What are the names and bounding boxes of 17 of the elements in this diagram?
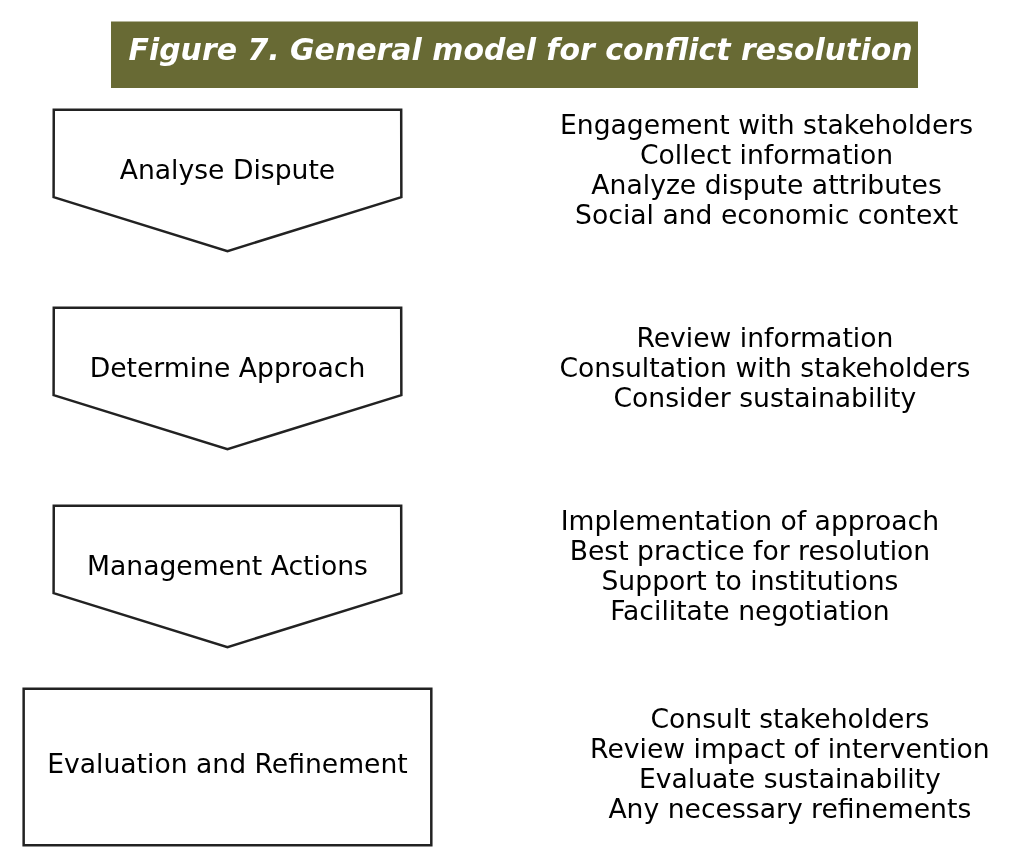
node-label: Social and economic context [575, 199, 959, 231]
node-label: Consider sustainability [613, 382, 917, 414]
node-label: Collect information [640, 139, 894, 171]
node-label: Consultation with stakeholders [559, 352, 971, 384]
node-label: Any necessary refinements [608, 793, 972, 825]
node-label: Best practice for resolution [569, 535, 931, 567]
node-label: Support to institutions [601, 565, 899, 597]
node-label: Engagement with stakeholders [560, 109, 974, 141]
node-label: Evaluate sustainability [638, 763, 941, 795]
node-label: Consult stakeholders [650, 703, 930, 735]
node-label: Review information [636, 322, 894, 354]
node-label: Facilitate negotiation [610, 595, 890, 627]
node-label: Review impact of intervention [590, 733, 990, 765]
node-label: Implementation of approach [560, 505, 940, 537]
diagram-title: Figure 7. General model for conflict resolution [128, 32, 913, 68]
node-label: Analyze dispute attributes [591, 169, 942, 201]
node-box: Evaluation and Refinement [22, 687, 433, 847]
